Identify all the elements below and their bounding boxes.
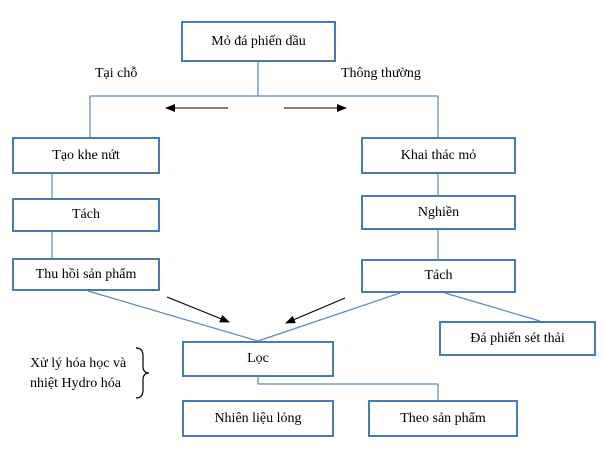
arrow-separate-to-filter	[285, 297, 346, 324]
node-crushing: Nghiền	[361, 195, 516, 230]
node-byproduct: Theo sản phẩm	[368, 400, 518, 437]
note-line-2: nhiệt Hydro hóa	[30, 376, 121, 391]
node-separate-left: Tách	[12, 198, 160, 232]
arrow-recover-to-filter	[166, 296, 230, 323]
node-separate-right: Tách	[361, 259, 516, 293]
node-waste-shale: Đá phiến sét thải	[439, 321, 596, 356]
note-brace	[135, 347, 150, 399]
note-line-1: Xử lý hóa học và	[30, 356, 127, 371]
node-mining: Khai thác mỏ	[361, 137, 516, 174]
node-product-recovery: Thu hồi sản phẩm	[12, 258, 160, 291]
connector-recover-filter	[87, 290, 259, 342]
node-create-fractures: Tạo khe nứt	[12, 137, 160, 174]
connector-separate-filter	[257, 292, 401, 342]
branch-label-in-situ: Tại chỗ	[95, 66, 138, 81]
node-liquid-fuel: Nhiên liệu lỏng	[182, 400, 334, 437]
node-filtering: Lọc	[182, 341, 334, 377]
connector-separate-waste	[444, 292, 541, 322]
node-oil-shale-deposit: Mỏ đá phiến dầu	[181, 21, 336, 62]
branch-label-conventional: Thông thường	[341, 66, 421, 81]
note-hydro-treatment: Xử lý hóa học và nhiệt Hydro hóa	[30, 354, 126, 394]
